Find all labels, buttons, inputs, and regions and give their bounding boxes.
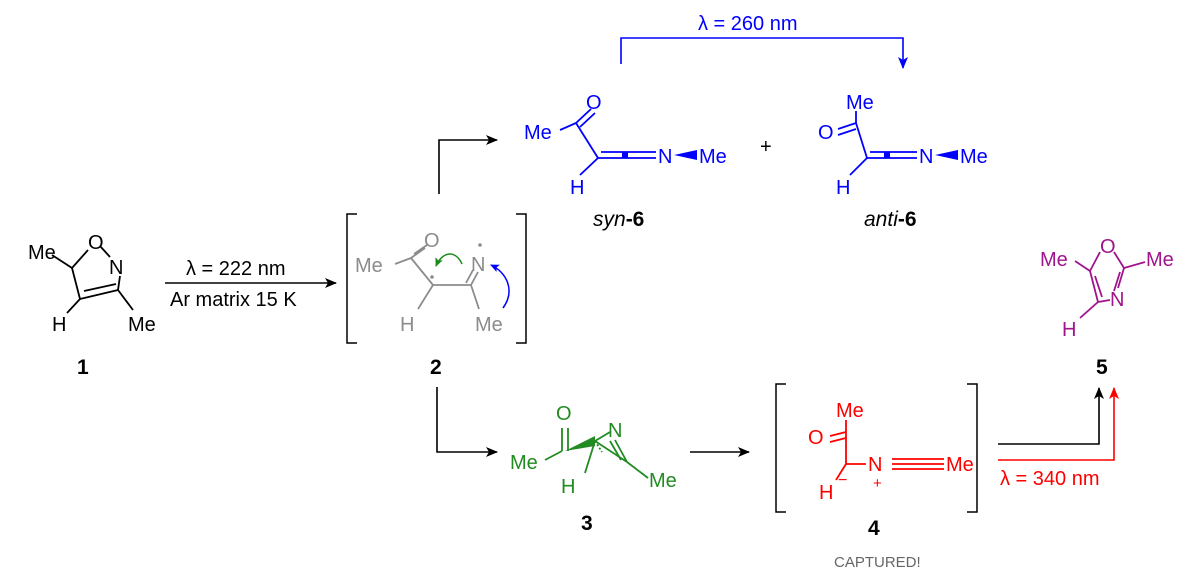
syn6-number: -6 (626, 208, 645, 231)
compound-1: Me O N H Me 1 (28, 232, 156, 379)
compound-5-number: 5 (1096, 356, 1108, 379)
syn6-h: H (570, 177, 584, 199)
compound-2-number: 2 (430, 356, 442, 379)
syn6-me-a: Me (524, 122, 552, 144)
c2-h: H (400, 314, 414, 336)
syn6-me-b: Me (699, 146, 727, 168)
c2-me-a: Me (355, 255, 383, 277)
bracket-right-4 (967, 383, 978, 513)
conditions-wavelength: λ = 222 nm (186, 258, 286, 280)
c4-plus: + (873, 475, 882, 492)
c2-o: O (424, 230, 440, 252)
anti6-prefix: anti (864, 208, 899, 231)
c5-me-b: Me (1146, 249, 1174, 271)
c5-me-a: Me (1040, 249, 1068, 271)
c4-o: O (808, 427, 824, 449)
svg-text:syn-6: syn-6 (593, 208, 644, 231)
bracket-left-2 (346, 213, 357, 344)
plus-sign: + (760, 136, 772, 158)
compound-3-number: 3 (581, 512, 593, 535)
conditions-matrix: Ar matrix 15 K (170, 289, 297, 311)
compound-5: Me O N H Me 5 (1040, 236, 1174, 379)
compound-2: Me O N H Me 2 (346, 213, 527, 379)
c4-me-b: Me (946, 454, 974, 476)
anti6-o: O (818, 122, 834, 144)
wavelength-340: λ = 340 nm (1000, 468, 1100, 490)
c1-me-b: Me (128, 314, 156, 336)
syn6-o: O (586, 92, 602, 114)
bracket-left-4 (775, 383, 786, 513)
syn6-n: N (658, 146, 672, 168)
anti6-h: H (836, 177, 850, 199)
c3-h: H (561, 476, 575, 498)
photolysis-arrow-340: λ = 340 nm (998, 387, 1119, 490)
c5-o: O (1100, 236, 1116, 258)
wavelength-260: λ = 260 nm (698, 13, 798, 35)
svg-text:anti-6: anti-6 (864, 208, 917, 231)
anti6-number: -6 (898, 208, 917, 231)
compound-1-number: 1 (77, 356, 89, 379)
arrow-2-to-3 (436, 387, 498, 457)
c4-h: H (819, 482, 833, 504)
bracket-right-2 (516, 213, 527, 344)
c3-n: N (608, 420, 622, 442)
c4-minus: − (838, 472, 847, 489)
anti6-n: N (919, 146, 933, 168)
arrow-1-to-2: λ = 222 nm Ar matrix 15 K (165, 258, 337, 311)
c2-me-b: Me (475, 314, 503, 336)
compound-3: Me O N H Me 3 (510, 403, 677, 535)
anti6-me-a: Me (846, 92, 874, 114)
c3-o: O (556, 403, 572, 425)
photolysis-arrow-260: λ = 260 nm (620, 13, 908, 69)
captured-caption: CAPTURED! (834, 554, 921, 571)
anti6-me-b: Me (960, 146, 988, 168)
c1-o: O (88, 232, 104, 254)
c2-n: N (471, 254, 485, 276)
arrow-4-to-5-black (998, 387, 1104, 445)
c3-me-b: Me (649, 470, 677, 492)
compound-4: Me O N H Me − + 4 CAPTURED! (775, 383, 978, 571)
c1-h: H (52, 314, 66, 336)
c5-h: H (1062, 319, 1076, 341)
c4-n: N (868, 454, 882, 476)
electron-arrow-green (435, 253, 463, 267)
electron-arrow-blue (490, 264, 510, 309)
c3-me-a: Me (510, 452, 538, 474)
compound-4-number: 4 (868, 517, 880, 540)
c5-n: N (1110, 289, 1124, 311)
compound-syn-6: Me O N H Me syn-6 (524, 92, 727, 231)
c4-me-a: Me (836, 400, 864, 422)
c1-me-a: Me (28, 242, 56, 264)
compound-anti-6: Me O N H Me anti-6 (818, 92, 988, 231)
syn6-prefix: syn (593, 208, 626, 231)
c1-n: N (109, 257, 123, 279)
arrow-2-to-6 (438, 135, 498, 194)
